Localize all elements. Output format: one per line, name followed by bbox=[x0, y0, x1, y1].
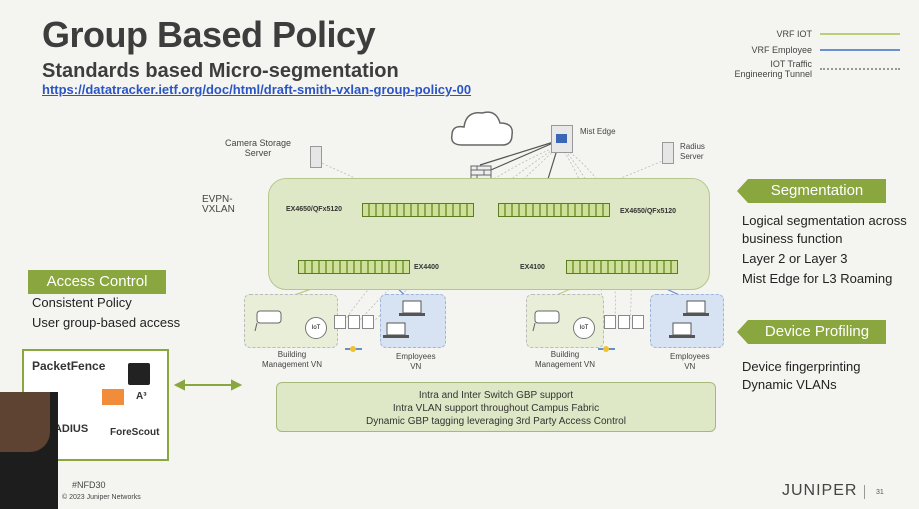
segmentation-line: Mist Edge for L3 Roaming bbox=[742, 271, 893, 286]
legend-item-vrf-employee: VRF Employee bbox=[700, 42, 900, 58]
legend: VRF IOT VRF Employee IOT Traffic Enginee… bbox=[700, 26, 900, 80]
copyright: © 2023 Juniper Networks bbox=[62, 494, 141, 501]
vendor-a3-logo bbox=[128, 363, 150, 385]
iot-device-icon: IoT bbox=[305, 317, 327, 339]
sensor-icon bbox=[604, 315, 616, 329]
camera-storage-label: Camera Storage Server bbox=[225, 138, 292, 158]
laptop-icon bbox=[669, 300, 709, 338]
core-right-label: EX4650/QFx5120 bbox=[620, 208, 677, 215]
core-left-label: EX4650/QFx5120 bbox=[286, 206, 343, 213]
logo-divider bbox=[864, 485, 865, 499]
building-management-zone-left: IoT bbox=[244, 294, 338, 348]
sensor-icon bbox=[362, 315, 374, 329]
bm-vn-left-label: Building Management VN bbox=[262, 350, 323, 369]
radius-server-icon bbox=[662, 142, 674, 164]
access-left-label: EX4400 bbox=[414, 264, 439, 271]
segmentation-line: Logical segmentation across business fun… bbox=[742, 213, 907, 246]
camera-icon bbox=[254, 310, 282, 332]
legend-item-iot-tunnel: IOT Traffic Engineering Tunnel bbox=[700, 58, 900, 80]
mist-edge-icon bbox=[556, 134, 567, 143]
segmentation-text: Logical segmentation across business fun… bbox=[742, 212, 918, 288]
access-switch-ex4100 bbox=[566, 260, 678, 274]
device-profiling-title: Device Profiling bbox=[737, 320, 886, 344]
legend-swatch bbox=[820, 49, 900, 51]
juniper-logo: JUNIPER bbox=[782, 482, 858, 499]
slide-subtitle: Standards based Micro-segmentation bbox=[42, 60, 399, 82]
access-switch-ex4400 bbox=[298, 260, 410, 274]
legend-item-vrf-iot: VRF IOT bbox=[700, 26, 900, 42]
legend-swatch bbox=[820, 68, 900, 70]
presenter-video-overlay bbox=[0, 392, 58, 509]
sensor-icon bbox=[348, 315, 360, 329]
evpn-vxlan-label: EVPN- VXLAN bbox=[202, 194, 235, 215]
roaming-dot-left bbox=[350, 346, 356, 352]
ietf-draft-link[interactable]: https://datatracker.ietf.org/doc/html/dr… bbox=[42, 82, 472, 97]
emp-vn-right-label: Employees VN bbox=[670, 352, 710, 371]
access-control-text: Consistent Policy User group-based acces… bbox=[32, 294, 202, 332]
legend-swatch bbox=[820, 33, 900, 35]
gbp-line: Dynamic GBP tagging leveraging 3rd Party… bbox=[366, 416, 626, 427]
slide-title: Group Based Policy bbox=[42, 14, 376, 55]
emp-vn-left-label: Employees VN bbox=[396, 352, 436, 371]
gbp-line: Intra VLAN support throughout Campus Fab… bbox=[392, 403, 600, 414]
vendor-packetfence: PacketFence bbox=[32, 359, 106, 373]
iot-device-icon: IoT bbox=[573, 317, 595, 339]
vendor-a3: A³ bbox=[136, 391, 147, 402]
access-right-label: EX4100 bbox=[520, 264, 545, 271]
gbp-summary-box: Intra and Inter Switch GBP support Intra… bbox=[276, 382, 716, 432]
roaming-dot-right bbox=[603, 346, 609, 352]
access-control-line: Consistent Policy bbox=[32, 295, 132, 310]
sensor-icon bbox=[632, 315, 644, 329]
employees-zone-right bbox=[650, 294, 724, 348]
core-switch-left bbox=[362, 203, 474, 217]
device-profiling-text: Device fingerprinting Dynamic VLANs bbox=[742, 358, 912, 394]
mist-edge-device bbox=[551, 125, 573, 153]
building-management-zone-right: IoT bbox=[526, 294, 604, 348]
cloud-icon bbox=[450, 111, 513, 146]
employees-zone-left bbox=[380, 294, 446, 348]
camera-icon bbox=[532, 310, 560, 332]
page-number: 31 bbox=[876, 489, 884, 496]
sensor-icon bbox=[618, 315, 630, 329]
access-control-title: Access Control bbox=[28, 270, 166, 294]
segmentation-line: Layer 2 or Layer 3 bbox=[742, 251, 848, 266]
iot-sensors-left bbox=[334, 315, 378, 329]
hashtag: #NFD30 bbox=[72, 480, 106, 490]
device-profiling-line: Device fingerprinting bbox=[742, 359, 861, 374]
camera-storage-server-icon bbox=[310, 146, 322, 168]
legend-label: IOT Traffic Engineering Tunnel bbox=[734, 59, 812, 79]
vendor-forescout: ForeScout bbox=[110, 427, 160, 438]
legend-label: VRF IOT bbox=[776, 29, 813, 39]
legend-label: VRF Employee bbox=[751, 45, 812, 55]
laptop-icon bbox=[383, 300, 425, 338]
iot-sensors-right bbox=[604, 315, 648, 329]
radius-server-label: Radius Server bbox=[680, 142, 705, 161]
segmentation-title: Segmentation bbox=[737, 179, 886, 203]
mist-edge-label: Mist Edge bbox=[580, 127, 616, 136]
device-profiling-line: Dynamic VLANs bbox=[742, 377, 837, 392]
bm-vn-right-label: Building Management VN bbox=[535, 350, 596, 369]
gbp-line: Intra and Inter Switch GBP support bbox=[418, 390, 574, 401]
vendor-clearpass-logo bbox=[102, 389, 124, 405]
sensor-icon bbox=[334, 315, 346, 329]
access-control-line: User group-based access bbox=[32, 315, 181, 330]
core-switch-right bbox=[498, 203, 610, 217]
